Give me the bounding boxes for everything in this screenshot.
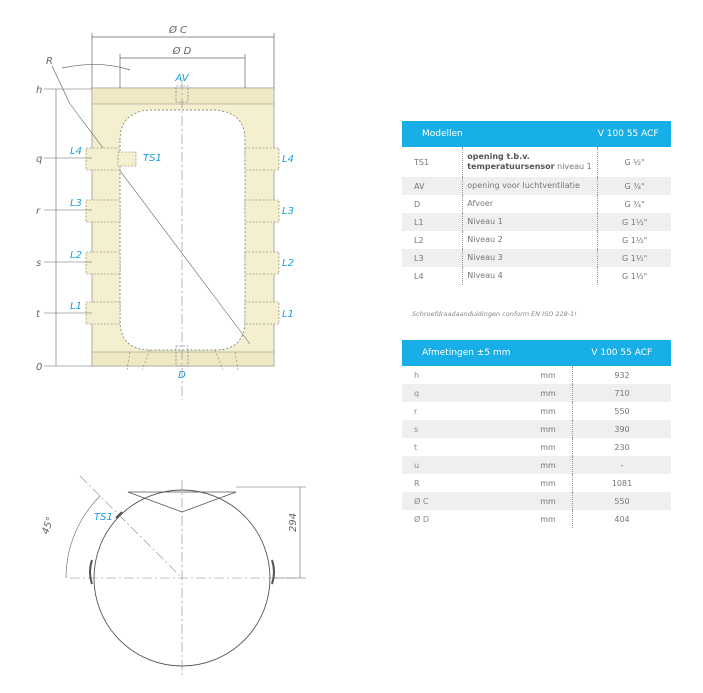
right-l3: L3	[282, 206, 294, 217]
level-q: q	[36, 154, 42, 165]
diameter-d-label: Ø D	[172, 45, 192, 57]
table-row: D Afvoer G ¾"	[402, 195, 671, 213]
diameter-c-label: Ø C	[168, 24, 187, 36]
level-r: r	[36, 206, 41, 217]
av-label: AV	[174, 73, 189, 84]
radius-label: R	[46, 56, 53, 67]
drain-label: D	[178, 370, 186, 381]
table-row: L1 Niveau 1 G 1½"	[402, 213, 671, 231]
left-l1: L1	[70, 301, 82, 312]
table-row: L4 Niveau 4 G 1½"	[402, 267, 671, 285]
table-row: TS1 opening t.b.v. temperatuursensor niv…	[402, 147, 671, 177]
models-header: Modellen	[402, 121, 463, 147]
sensor-label: TS1	[143, 153, 162, 164]
models-model-header: V 100 55 ACF	[597, 121, 671, 147]
thread-note: Schroefdraadaanduidingen conform EN ISO …	[412, 310, 577, 318]
left-l3: L3	[70, 198, 82, 209]
table-row: AV opening voor luchtventilatie G ¾"	[402, 177, 671, 195]
level-0: 0	[36, 362, 42, 373]
table-row: L3 Niveau 3 G 1½"	[402, 249, 671, 267]
level-h: h	[36, 85, 42, 96]
level-s: s	[36, 258, 41, 269]
left-l4: L4	[70, 146, 82, 157]
right-l2: L2	[282, 258, 294, 269]
angle-label: 45°	[40, 516, 56, 536]
dimensions-header: Afmetingen ±5 mm	[402, 340, 524, 366]
table-row: L2 Niveau 2 G 1½"	[402, 231, 671, 249]
dimensions-model-header: V 100 55 ACF	[572, 340, 671, 366]
plan-sensor-label: TS1	[94, 512, 113, 523]
level-t: t	[36, 309, 41, 320]
technical-drawing: Ø C Ø D R AV D h q r s t 0 L4 L3	[36, 24, 306, 678]
dimension-294: 294	[288, 513, 299, 532]
right-l1: L1	[282, 309, 294, 320]
models-table: Modellen V 100 55 ACF TS1 opening t.b.v.…	[402, 121, 671, 285]
right-l4: L4	[282, 154, 294, 165]
left-l2: L2	[70, 250, 82, 261]
